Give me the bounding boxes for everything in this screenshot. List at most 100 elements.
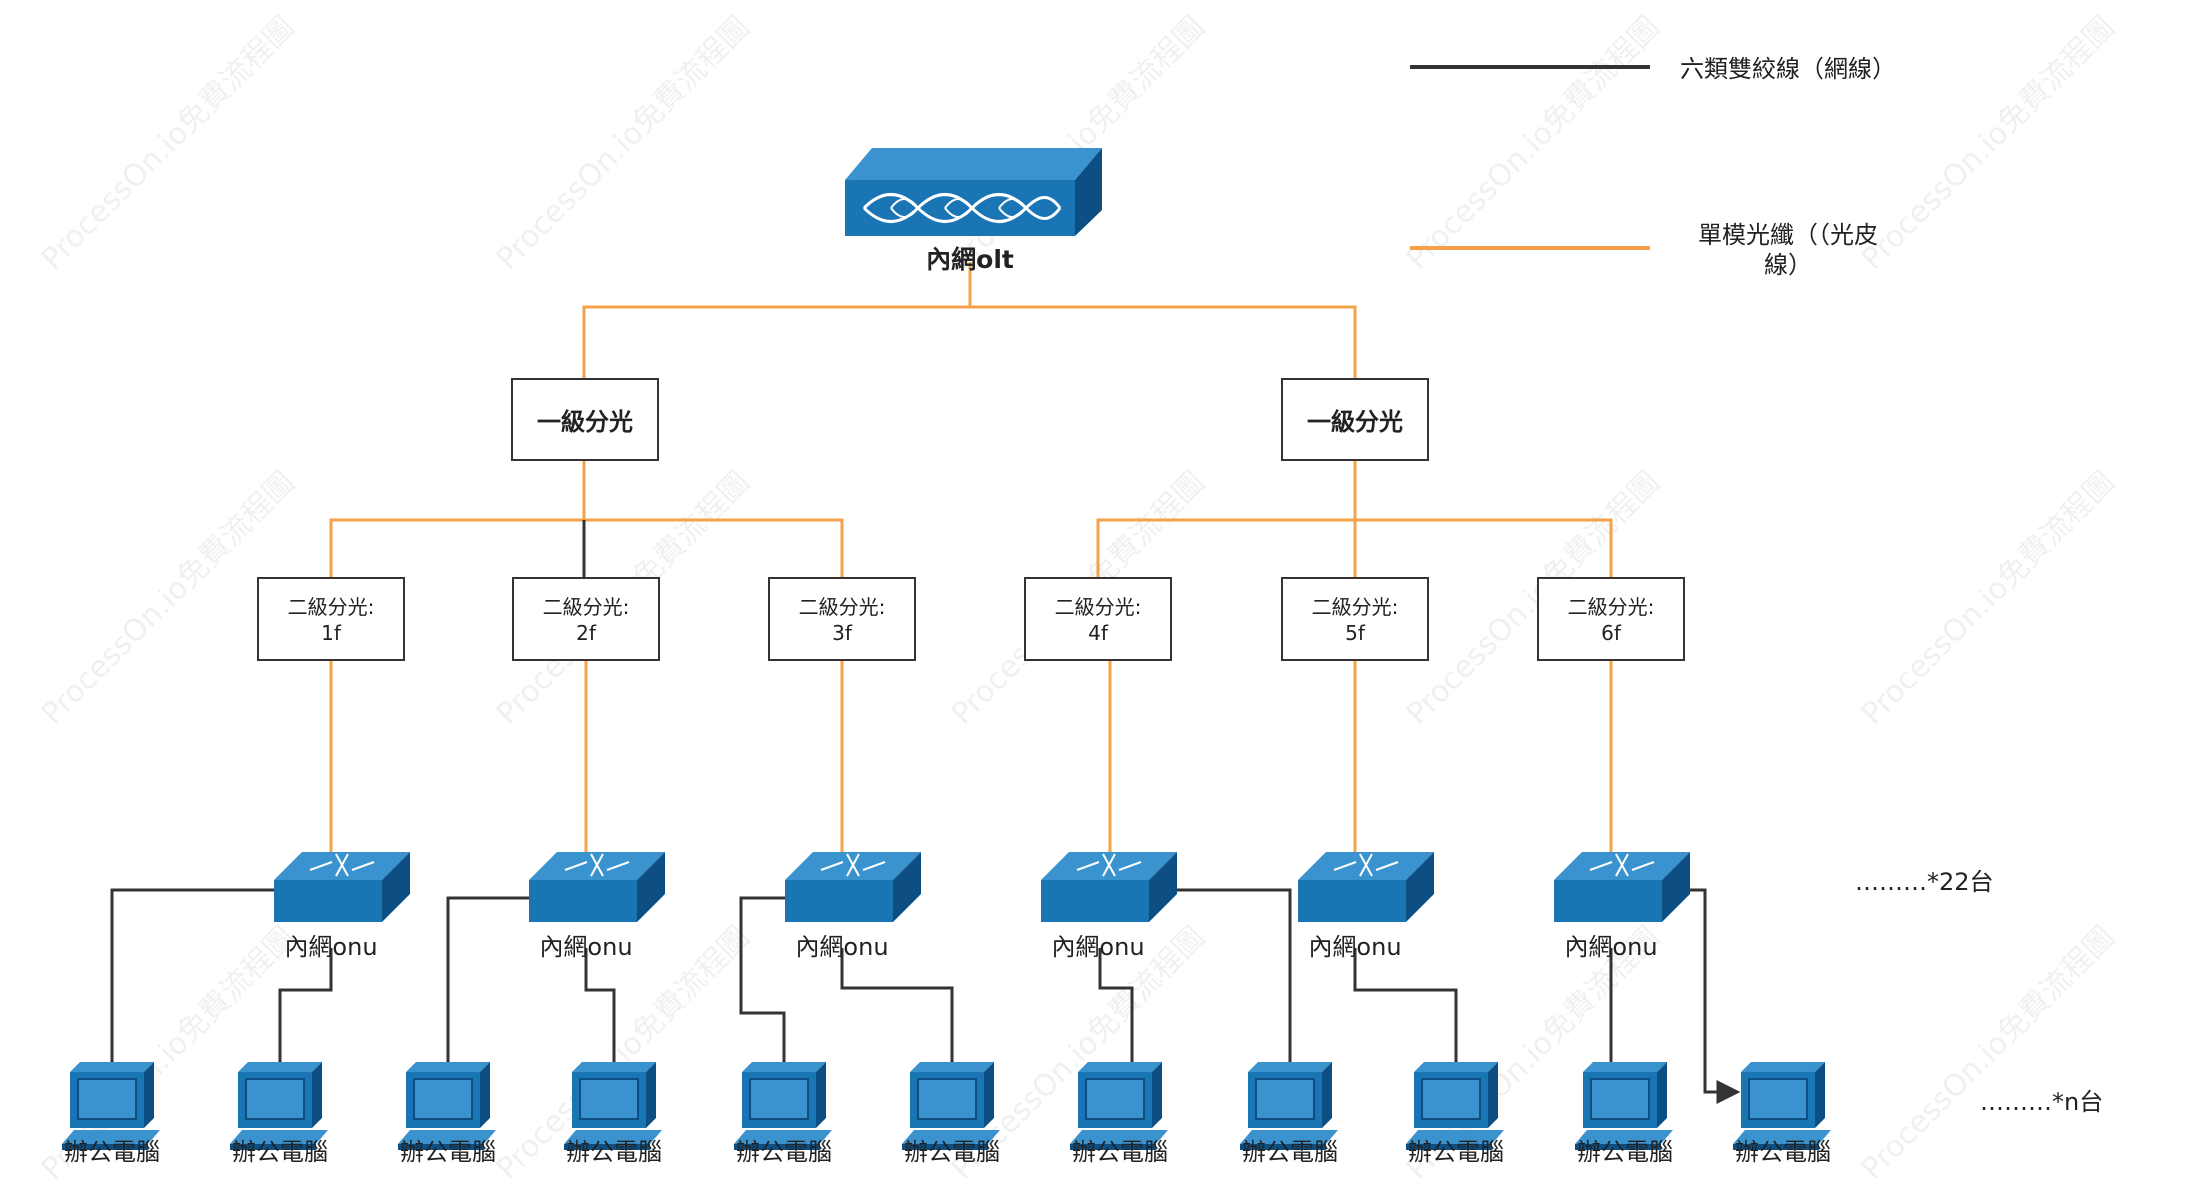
network-cable-lines	[110, 888, 1741, 1104]
splitter-l2-6: 二級分光:6f	[1537, 577, 1685, 661]
cable-onu2-pc4	[584, 948, 616, 1062]
cable-onu4-pc8	[1160, 888, 1292, 1062]
splitter-l2-floor: 5f	[1345, 621, 1366, 645]
pc-8: 辦公電腦	[1240, 1062, 1338, 1166]
monitor-screen	[245, 1078, 305, 1120]
legend-fiber-label-line2: 線）	[1764, 251, 1812, 279]
monitor-screen	[1255, 1078, 1315, 1120]
watermark-text: ProcessOn.io免費流程圖	[490, 10, 757, 277]
cable-onu2-pc3	[446, 896, 530, 1062]
monitor-screen	[1421, 1078, 1481, 1120]
splitter-l2-group: 二級分光:1f二級分光:2f二級分光:3f二級分光:4f二級分光:5f二級分光:…	[257, 577, 1685, 661]
switch-arrows-icon	[564, 853, 630, 877]
splitter-l1-label: 一級分光	[1307, 408, 1403, 436]
monitor-screen	[77, 1078, 137, 1120]
splitter-l2-5: 二級分光:5f	[1281, 577, 1429, 661]
watermark-text: ProcessOn.io免費流程圖	[1855, 10, 2122, 277]
pc-6: 辦公電腦	[902, 1062, 1000, 1166]
legend-fiber-label-line1: 單模光纖（（光皮	[1698, 221, 1878, 249]
watermark-text: ProcessOn.io免費流程圖	[1400, 10, 1667, 277]
watermark-text: ProcessOn.io免費流程圖	[1855, 920, 2122, 1187]
pc-2: 辦公電腦	[230, 1062, 328, 1166]
cable-onu6-pc11	[1672, 888, 1741, 1104]
pc-label: 辦公電腦	[232, 1138, 328, 1166]
switch-arrows-icon	[309, 853, 375, 877]
watermark-text: ProcessOn.io免費流程圖	[945, 10, 1212, 277]
onu-label: 內網onu	[1308, 933, 1401, 961]
pc-4: 辦公電腦	[564, 1062, 662, 1166]
onu-label: 內網onu	[1564, 933, 1657, 961]
fiber-l1a-branch	[329, 518, 844, 578]
pc-7: 辦公電腦	[1070, 1062, 1168, 1166]
switch-arrows-icon	[1076, 853, 1142, 877]
monitor-screen	[1085, 1078, 1145, 1120]
splitter-l2-label: 二級分光:	[288, 595, 375, 619]
splitter-l2-floor: 4f	[1088, 621, 1109, 645]
watermark-text: ProcessOn.io免費流程圖	[35, 10, 302, 277]
switch-arrows-icon	[1589, 853, 1655, 877]
splitter-l2-4: 二級分光:4f	[1024, 577, 1172, 661]
onu-device-2: 內網onu	[529, 852, 665, 961]
pc-3: 辦公電腦	[398, 1062, 496, 1166]
onu-group: 內網onu 內網onu 內網onu 內網onu 內網onu 內網onu	[274, 852, 1690, 961]
cable-onu1-pc1	[110, 888, 275, 1062]
splitter-l2-floor: 3f	[832, 621, 853, 645]
splitter-l1-label: 一級分光	[537, 408, 633, 436]
pc-label: 辦公電腦	[1577, 1138, 1673, 1166]
splitter-l2-label: 二級分光:	[799, 595, 886, 619]
pc-1: 辦公電腦	[62, 1062, 160, 1166]
splitter-l1-a: 一級分光	[511, 378, 659, 461]
legend-network-cable-label: 六類雙絞線（網線）	[1680, 55, 1896, 83]
monitor-screen	[413, 1078, 473, 1120]
splitter-l2-floor: 6f	[1601, 621, 1622, 645]
onu-device-3: 內網onu	[785, 852, 921, 961]
onu-label: 內網onu	[284, 933, 377, 961]
onu-label: 內網onu	[539, 933, 632, 961]
monitor-screen	[749, 1078, 809, 1120]
switch-arrows-icon	[1333, 853, 1399, 877]
onu-device-6: 內網onu	[1554, 852, 1690, 961]
monitor-screen	[579, 1078, 639, 1120]
pc-9: 辦公電腦	[1406, 1062, 1504, 1166]
switch-arrows-icon	[820, 853, 886, 877]
pc-label: 辦公電腦	[400, 1138, 496, 1166]
pc-label: 辦公電腦	[1408, 1138, 1504, 1166]
splitter-l2-label: 二級分光:	[1055, 595, 1142, 619]
splitter-l2-2: 二級分光:2f	[512, 577, 660, 661]
pc-group: 辦公電腦辦公電腦辦公電腦辦公電腦辦公電腦辦公電腦辦公電腦辦公電腦辦公電腦辦公電腦…	[62, 1062, 1831, 1166]
cable-onu4-pc7	[1098, 948, 1134, 1062]
splitter-l1-b: 一級分光	[1281, 378, 1429, 461]
pc-11: 辦公電腦	[1733, 1062, 1831, 1166]
cable-onu3-pc6	[840, 948, 954, 1062]
olt-port-icon	[862, 193, 1062, 223]
splitter-l2-1: 二級分光:1f	[257, 577, 405, 661]
splitter-l2-label: 二級分光:	[543, 595, 630, 619]
olt-device: 內網olt	[845, 148, 1102, 274]
onu-label: 內網onu	[1051, 933, 1144, 961]
onu-device-5: 內網onu	[1298, 852, 1434, 961]
pc-10: 辦公電腦	[1575, 1062, 1673, 1166]
onu-device-4: 內網onu	[1041, 852, 1177, 961]
monitor-screen	[917, 1078, 977, 1120]
fiber-lines	[329, 262, 1613, 858]
cable-onu1-pc2	[278, 948, 333, 1062]
splitter-l2-label: 二級分光:	[1312, 595, 1399, 619]
fiber-olt-to-l1	[582, 305, 1357, 379]
olt-label: 內網olt	[926, 245, 1014, 274]
monitor-screen	[1748, 1078, 1808, 1120]
pc-label: 辦公電腦	[64, 1138, 160, 1166]
legend: 六類雙絞線（網線） 單模光纖（（光皮 線）	[1410, 55, 1896, 279]
pc-label: 辦公電腦	[904, 1138, 1000, 1166]
pc-label: 辦公電腦	[566, 1138, 662, 1166]
pc-label: 辦公電腦	[1242, 1138, 1338, 1166]
watermark-text: ProcessOn.io免費流程圖	[1855, 465, 2122, 732]
splitter-l2-3: 二級分光:3f	[768, 577, 916, 661]
pc-label: 辦公電腦	[736, 1138, 832, 1166]
pc-count-note: ………*n台	[1980, 1088, 2103, 1116]
splitter-l2-floor: 1f	[321, 621, 342, 645]
pc-5: 辦公電腦	[734, 1062, 832, 1166]
onu-label: 內網onu	[795, 933, 888, 961]
monitor-screen	[1590, 1078, 1650, 1120]
cable-onu5-pc9	[1353, 948, 1458, 1062]
